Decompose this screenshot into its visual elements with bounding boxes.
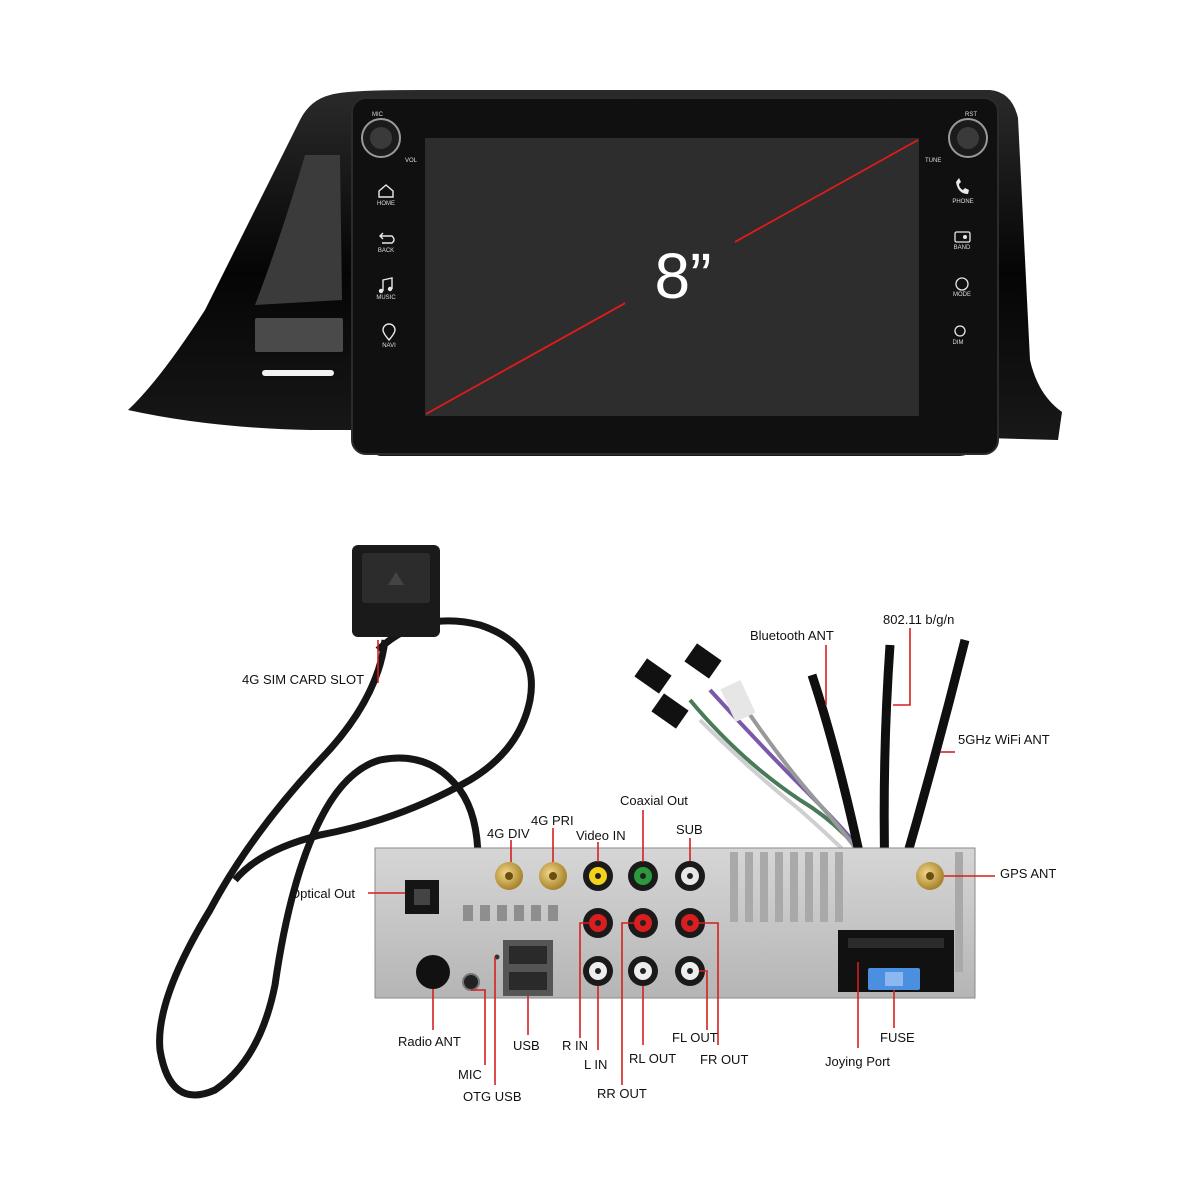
svg-text:MODE: MODE bbox=[953, 292, 971, 298]
head-unit: 8” MIC VOL HOME BACK MUSIC NAVI RST TUNE bbox=[128, 90, 1062, 456]
home-icon bbox=[378, 184, 394, 198]
connector-labels: 4G SIM CARD SLOT Bluetooth ANT 802.11 b/… bbox=[242, 612, 1056, 1104]
mic-label: MIC bbox=[372, 112, 384, 118]
wifi-5ghz-label: 5GHz WiFi ANT bbox=[958, 732, 1050, 747]
svg-text:BAND: BAND bbox=[954, 245, 971, 251]
music-button[interactable]: MUSIC bbox=[376, 277, 396, 301]
rear-chassis bbox=[374, 847, 976, 999]
svg-text:HOME: HOME bbox=[377, 201, 395, 207]
map-pin-icon bbox=[382, 323, 396, 342]
svg-text:NAVI: NAVI bbox=[382, 343, 396, 349]
l-in-label: L IN bbox=[584, 1057, 607, 1072]
back-arrow-icon bbox=[379, 232, 395, 244]
screen-size-label: 8” bbox=[655, 240, 712, 312]
radio-ant-label: Radio ANT bbox=[398, 1034, 461, 1049]
sim-slot-label: 4G SIM CARD SLOT bbox=[242, 672, 364, 687]
tune-label: TUNE bbox=[925, 158, 941, 164]
bluetooth-ant-label: Bluetooth ANT bbox=[750, 628, 834, 643]
fl-out-label: FL OUT bbox=[672, 1030, 718, 1045]
fr-out-label: FR OUT bbox=[700, 1052, 748, 1067]
rr-out-label: RR OUT bbox=[597, 1086, 647, 1101]
music-note-icon bbox=[382, 277, 393, 291]
4g-div-label: 4G DIV bbox=[487, 826, 530, 841]
dim-button[interactable]: DIM bbox=[953, 325, 966, 346]
side-indicator-strip bbox=[262, 370, 334, 376]
wire-connector-plugs bbox=[634, 643, 756, 729]
home-button[interactable]: HOME bbox=[377, 184, 395, 207]
back-button[interactable]: BACK bbox=[378, 232, 395, 254]
video-in-label: Video IN bbox=[576, 828, 626, 843]
otg-usb-label: OTG USB bbox=[463, 1089, 522, 1104]
4g-pri-label: 4G PRI bbox=[531, 813, 574, 828]
pigtail-wires bbox=[634, 638, 970, 884]
wifi-24-antenna bbox=[879, 644, 895, 881]
gps-ant-label: GPS ANT bbox=[1000, 866, 1056, 881]
svg-text:MUSIC: MUSIC bbox=[376, 295, 396, 301]
sim-card-cable bbox=[156, 545, 535, 1099]
radio-ant-port[interactable] bbox=[416, 955, 450, 989]
vol-label: VOL bbox=[405, 158, 418, 164]
phone-icon bbox=[956, 178, 969, 194]
chassis-fins bbox=[463, 852, 963, 972]
svg-text:DIM: DIM bbox=[953, 340, 964, 346]
screen-size-backdrop bbox=[625, 228, 735, 312]
fuse-label: FUSE bbox=[880, 1030, 915, 1045]
mic-jack[interactable] bbox=[462, 973, 480, 991]
rl-out-label: RL OUT bbox=[629, 1051, 676, 1066]
optical-out-label: Optical Out bbox=[290, 886, 355, 901]
usb-label: USB bbox=[513, 1038, 540, 1053]
mic-label: MIC bbox=[458, 1067, 482, 1082]
phone-button[interactable]: PHONE bbox=[952, 178, 974, 205]
navi-button[interactable]: NAVI bbox=[382, 323, 396, 349]
r-in-label: R IN bbox=[562, 1038, 588, 1053]
side-panel-lower bbox=[255, 318, 343, 352]
side-panel bbox=[255, 155, 342, 305]
brightness-icon bbox=[954, 325, 966, 337]
wifi-80211-label: 802.11 b/g/n bbox=[883, 612, 954, 627]
joying-port-label: Joying Port bbox=[825, 1054, 890, 1069]
svg-text:PHONE: PHONE bbox=[952, 199, 973, 205]
rca-ports bbox=[583, 861, 705, 986]
mode-button[interactable]: MODE bbox=[953, 277, 971, 298]
leader-lines bbox=[368, 628, 995, 1085]
radio-icon bbox=[954, 231, 971, 243]
coaxial-out-label: Coaxial Out bbox=[620, 793, 688, 808]
svg-text:BACK: BACK bbox=[378, 248, 394, 254]
mode-icon bbox=[955, 277, 969, 291]
band-button[interactable]: BAND bbox=[954, 231, 971, 251]
rst-label: RST bbox=[965, 112, 977, 118]
sub-label: SUB bbox=[676, 822, 703, 837]
